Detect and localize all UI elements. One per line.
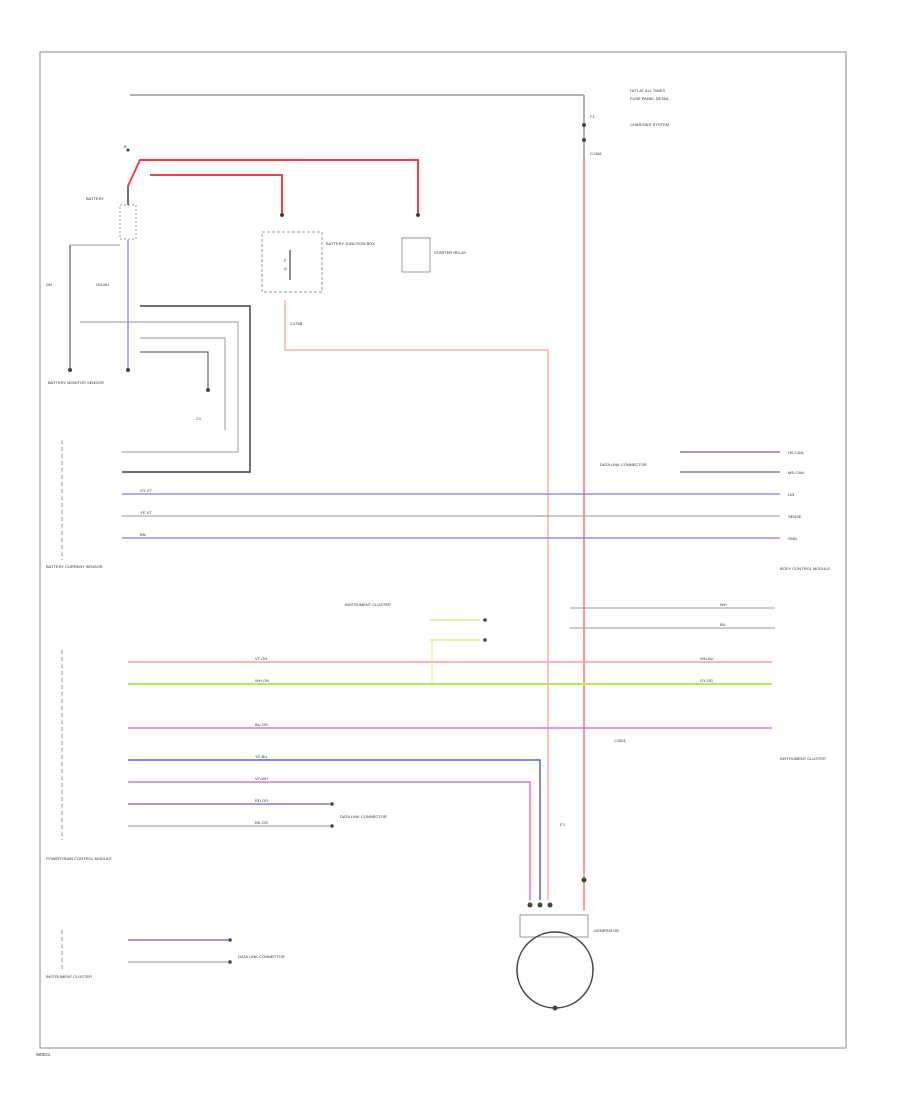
left-sensor-wiring: GN GN-BU BATTERY MONITOR SENSOR C1 bbox=[46, 240, 251, 473]
bcm-label: BODY CONTROL MODULE bbox=[780, 566, 830, 571]
sense-label: SENSE bbox=[788, 514, 802, 519]
fuse-panel-ref-label: FUSE PANEL DETAIL bbox=[630, 96, 670, 101]
data-link-label-bottom: DATA LINK CONNECTOR bbox=[238, 954, 285, 959]
battery-label: BATTERY bbox=[86, 196, 104, 201]
fuse-amp-label: A bbox=[284, 266, 287, 271]
hot-at-all-times-label: HOT AT ALL TIMES bbox=[630, 88, 665, 93]
pcm-label: POWERTRAIN CONTROL MODULE bbox=[46, 856, 112, 861]
wire-label-gy-og: GY-OG bbox=[700, 678, 713, 683]
fuse-box-label: BATTERY JUNCTION BOX bbox=[326, 241, 375, 246]
bjb-left-label: BATTERY CURRENT SENSOR bbox=[46, 564, 103, 569]
sense-wire bbox=[284, 300, 549, 900]
pcm-region: POWERTRAIN CONTROL MODULE INSTRUMENT CLU… bbox=[46, 602, 826, 900]
hs-can-label: HS-CAN bbox=[788, 450, 803, 455]
blue-wire-d bbox=[128, 759, 541, 900]
diagram-border bbox=[39, 51, 847, 1049]
b-plus-top-label: B bbox=[124, 144, 127, 149]
instrument-cluster-label: INSTRUMENT CLUSTER bbox=[46, 974, 92, 979]
c1551-label: C1551 bbox=[614, 738, 627, 743]
wire-label-bk-og: BK-OG bbox=[255, 820, 268, 825]
gnd-label: GND bbox=[788, 536, 797, 541]
bcm-region: BATTERY CURRENT SENSOR LIN SENSE GND DAT… bbox=[46, 440, 830, 629]
data-link-label-top: DATA LINK CONNECTOR bbox=[600, 462, 647, 467]
fuse-f2-label: F2 bbox=[560, 822, 565, 827]
wire-label-ye-bu: YE-BU bbox=[255, 754, 267, 759]
magenta-wire-e bbox=[128, 781, 531, 900]
fuse-box: F A BATTERY JUNCTION BOX bbox=[261, 231, 375, 293]
wire-label-wh: WH bbox=[720, 602, 727, 607]
wire-label-ye-vt: YE-VT bbox=[140, 510, 152, 515]
gn-bu-label: GN-BU bbox=[96, 282, 109, 287]
data-link-label-mid: DATA LINK CONNECTOR bbox=[340, 814, 387, 819]
wire-label-rd-og: RD-OG bbox=[255, 798, 268, 803]
ms-can-label: MS-CAN bbox=[788, 470, 804, 475]
starter-relay-label: STARTER RELAY bbox=[434, 250, 467, 255]
wire-label-vt-gn: VT-GN bbox=[255, 656, 267, 661]
wire-color-labels: GY-VT YE-VT BN VT-GN WH-GN BU-OG YE-BU V… bbox=[140, 488, 727, 825]
instrument-cluster-top-label: INSTRUMENT CLUSTER bbox=[345, 602, 391, 607]
instrument-cluster-block: DATA LINK CONNECTOR INSTRUMENT CLUSTER bbox=[46, 930, 285, 979]
gn-label: GN bbox=[46, 282, 52, 287]
wire-label-vt-wh: VT-WH bbox=[255, 776, 268, 781]
c1381-label: C1381 bbox=[590, 151, 603, 156]
fuse-num-label: F bbox=[284, 258, 287, 263]
battery-area: B BATTERY bbox=[86, 144, 420, 240]
lin-label: LIN bbox=[788, 492, 794, 497]
wire-label-bn: BN bbox=[140, 532, 146, 537]
starter-relay: STARTER RELAY bbox=[401, 237, 467, 273]
c175b-label: C175B bbox=[290, 321, 303, 326]
top-feed: F1 HOT AT ALL TIMES FUSE PANEL DETAIL CH… bbox=[130, 88, 670, 160]
instrument-cluster-right-label: INSTRUMENT CLUSTER bbox=[780, 756, 826, 761]
battery-monitor-sensor-label: BATTERY MONITOR SENSOR bbox=[48, 380, 104, 385]
generator: GENERATOR bbox=[516, 902, 619, 1011]
wire-label-bu-og: BU-OG bbox=[255, 722, 268, 727]
footer-code: W0021 bbox=[36, 1052, 51, 1057]
fuse-f1-label: F1 bbox=[590, 114, 595, 119]
wire-label-wh-gn: WH-GN bbox=[255, 678, 269, 683]
wire-label-bu: BU bbox=[720, 622, 726, 627]
wire-label-wh-bu: WH-BU bbox=[700, 656, 714, 661]
c1-label: C1 bbox=[196, 416, 202, 421]
wire-label-gy-vt: GY-VT bbox=[140, 488, 152, 493]
generator-label: GENERATOR bbox=[594, 928, 619, 933]
charging-system-label: CHARGING SYSTEM bbox=[630, 122, 669, 127]
